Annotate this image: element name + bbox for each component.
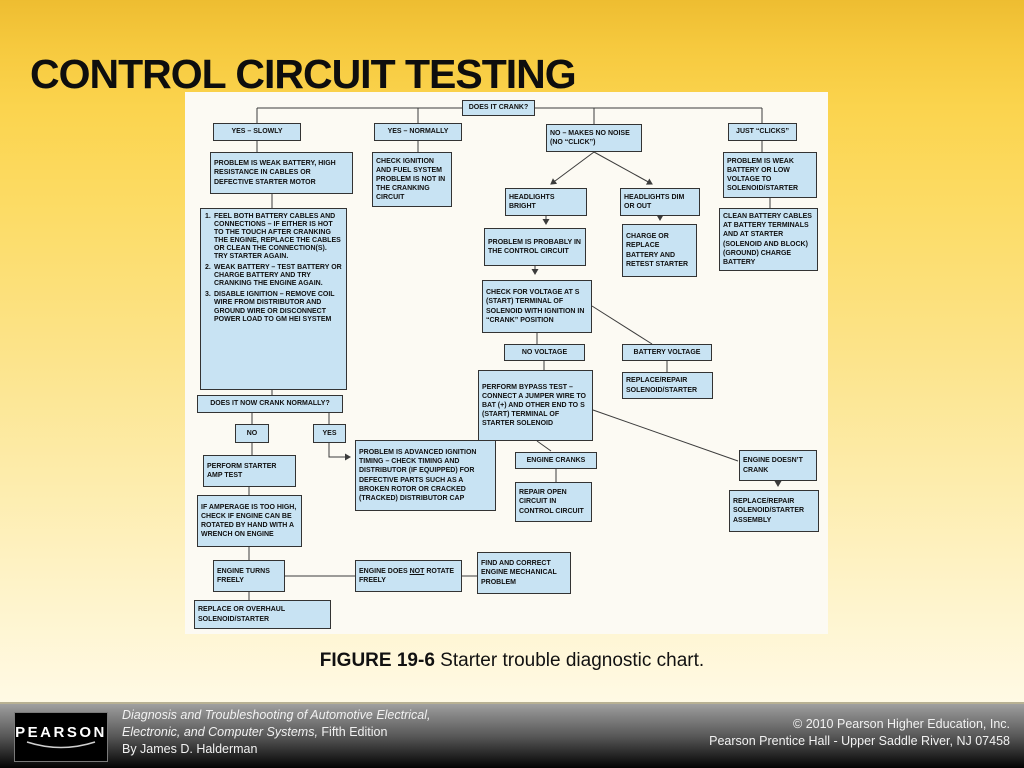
copyright-line1: © 2010 Pearson Higher Education, Inc. (793, 717, 1010, 731)
flow-node-weak-battery-resistance: PROBLEM IS WEAK BATTERY, HIGH RESISTANCE… (210, 152, 353, 194)
flow-node-steps-list: 1. FEEL BOTH BATTERY CABLES AND CONNECTI… (200, 208, 347, 390)
book-title-line1: Diagnosis and Troubleshooting of Automot… (122, 708, 431, 722)
figure-caption: FIGURE 19-6 Starter trouble diagnostic c… (0, 650, 1024, 672)
flow-node-find-correct: FIND AND CORRECT ENGINE MECHANICAL PROBL… (477, 552, 571, 594)
figure-label: FIGURE 19-6 (319, 650, 435, 671)
flow-node-replace-repair-assembly: REPLACE/REPAIR SOLENOID/STARTER ASSEMBLY (729, 490, 819, 532)
flow-node-amperage-high: IF AMPERAGE IS TOO HIGH, CHECK IF ENGINE… (197, 495, 302, 547)
flow-node-advanced-timing: PROBLEM IS ADVANCED IGNITION TIMING – CH… (355, 440, 496, 511)
copyright-info: © 2010 Pearson Higher Education, Inc. Pe… (709, 716, 1010, 750)
flow-node-does-it-crank: DOES IT CRANK? (462, 100, 535, 116)
flow-node-no: NO (235, 424, 269, 443)
book-author: By James D. Halderman (122, 742, 258, 756)
book-info: Diagnosis and Troubleshooting of Automot… (122, 707, 431, 758)
footer-bar: PEARSON Diagnosis and Troubleshooting of… (0, 702, 1024, 768)
flow-node-problem-control-circuit: PROBLEM IS PROBABLY IN THE CONTROL CIRCU… (484, 228, 586, 266)
page-title: CONTROL CIRCUIT TESTING (30, 51, 577, 98)
flow-node-yes-normally: YES – NORMALLY (374, 123, 462, 141)
flow-node-no-voltage: NO VOLTAGE (504, 344, 585, 361)
flow-node-engine-cranks: ENGINE CRANKS (515, 452, 597, 469)
figure-caption-text: Starter trouble diagnostic chart. (440, 650, 705, 671)
flow-node-replace-repair-solenoid-starter: REPLACE/REPAIR SOLENOID/STARTER (622, 372, 713, 399)
book-title-line2: Electronic, and Computer Systems, Fifth … (122, 725, 388, 739)
flow-node-engine-doesnt-crank: ENGINE DOESN’T CRANK (739, 450, 817, 481)
flow-node-headlights-bright: HEADLIGHTS BRIGHT (505, 188, 587, 216)
flow-node-repair-open-circuit: REPAIR OPEN CIRCUIT IN CONTROL CIRCUIT (515, 482, 592, 522)
flow-node-no-noise: NO – MAKES NO NOISE (NO “CLICK”) (546, 124, 642, 152)
flow-node-perform-amp-test: PERFORM STARTER AMP TEST (203, 455, 296, 487)
flow-node-yes-slowly: YES – SLOWLY (213, 123, 301, 141)
flow-node-charge-replace-battery: CHARGE OR REPLACE BATTERY AND RETEST STA… (622, 224, 697, 277)
pearson-logo-text: PEARSON (15, 723, 107, 741)
flow-node-engine-does-not-rotate: ENGINE DOES NOT ROTATE FREELY (355, 560, 462, 592)
flowchart-panel: DOES IT CRANK? YES – SLOWLY YES – NORMAL… (185, 92, 828, 634)
flow-node-clean-battery-cables: CLEAN BATTERY CABLES AT BATTERY TERMINAL… (719, 208, 818, 271)
flow-node-engine-turns-freely: ENGINE TURNS FREELY (213, 560, 285, 592)
flow-node-weak-battery-low-voltage: PROBLEM IS WEAK BATTERY OR LOW VOLTAGE T… (723, 152, 817, 198)
copyright-line2: Pearson Prentice Hall - Upper Saddle Riv… (709, 734, 1010, 748)
flow-node-bypass-test: PERFORM BYPASS TEST – CONNECT A JUMPER W… (478, 370, 593, 441)
flow-node-headlights-dim: HEADLIGHTS DIM OR OUT (620, 188, 700, 216)
step-item: 3. DISABLE IGNITION – REMOVE COIL WIRE F… (205, 291, 335, 323)
flow-node-replace-overhaul: REPLACE OR OVERHAUL SOLENOID/STARTER (194, 600, 331, 629)
flow-node-battery-voltage: BATTERY VOLTAGE (622, 344, 712, 361)
flow-node-check-voltage-s: CHECK FOR VOLTAGE AT S (START) TERMINAL … (482, 280, 592, 333)
pearson-swoosh-icon (26, 740, 96, 748)
flow-node-just-clicks: JUST “CLICKS” (728, 123, 797, 141)
flow-node-yes: YES (313, 424, 346, 443)
step-item: 1. FEEL BOTH BATTERY CABLES AND CONNECTI… (205, 213, 341, 261)
flow-node-check-ignition: CHECK IGNITION AND FUEL SYSTEM PROBLEM I… (372, 152, 452, 207)
step-item: 2. WEAK BATTERY – TEST BATTERY OR CHARGE… (205, 264, 342, 288)
flowchart-connector-lines (248, 107, 782, 600)
flow-node-does-it-now-crank: DOES IT NOW CRANK NORMALLY? (197, 395, 343, 413)
pearson-logo: PEARSON (14, 712, 108, 762)
